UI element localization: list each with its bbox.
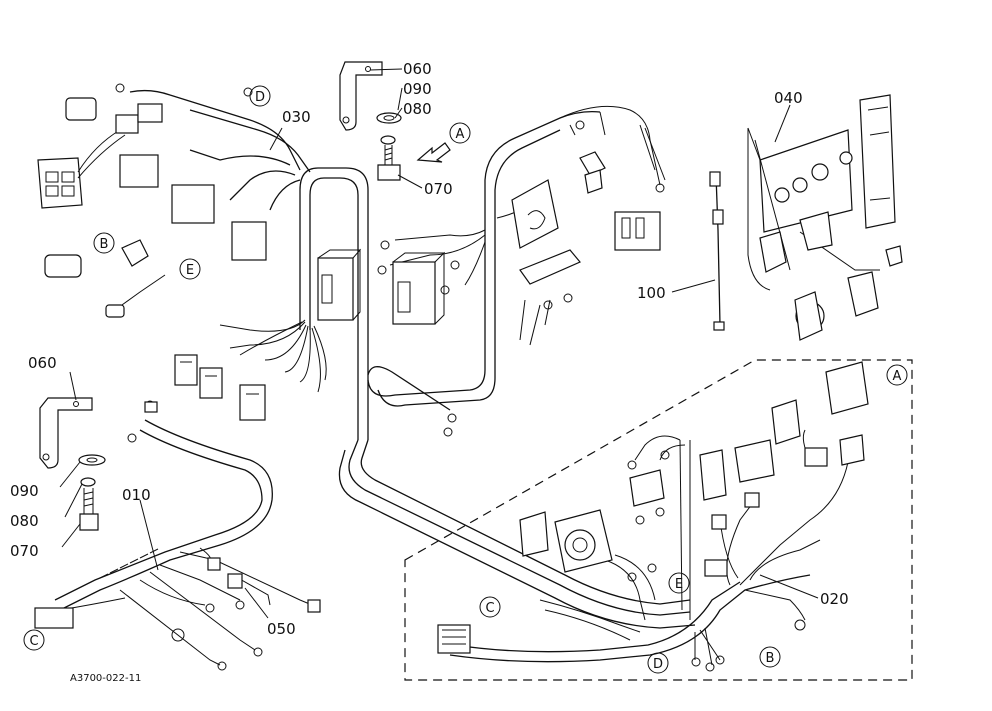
label-060-top: 060	[403, 60, 432, 78]
label-040: 040	[774, 89, 803, 107]
callout-b-left	[93, 232, 115, 254]
label-090-left: 090	[10, 482, 39, 500]
harness-030-components	[37, 83, 665, 437]
leader-lines	[59, 68, 819, 619]
label-070-top: 070	[424, 180, 453, 198]
callout-a-arrow-label: A	[456, 127, 465, 142]
relay-box-left	[317, 257, 354, 321]
label-030: 030	[282, 108, 311, 126]
label-100: 100	[637, 284, 666, 302]
panel-040	[747, 94, 903, 341]
direction-arrow-a	[416, 142, 451, 163]
bracket-assembly-left	[39, 397, 106, 531]
bracket-assembly-top	[339, 61, 402, 181]
label-090-top: 090	[403, 80, 432, 98]
mounting-plate	[511, 179, 559, 249]
callout-c-left-label: C	[29, 634, 38, 649]
callout-b-bottom-label: B	[766, 651, 775, 666]
callout-e-inset-label: E	[675, 577, 683, 592]
label-080-top: 080	[403, 100, 432, 118]
callout-e-inset	[668, 572, 690, 594]
label-010: 010	[122, 486, 151, 504]
callout-c-inset	[479, 596, 501, 618]
harness-010	[34, 400, 321, 671]
label-060-left: 060	[28, 354, 57, 372]
callout-e-left	[179, 258, 201, 280]
label-050: 050	[267, 620, 296, 638]
harness-020	[437, 361, 869, 672]
inset-view-a	[404, 359, 913, 681]
callout-b-left-label: B	[100, 237, 109, 252]
drawing-id: A3700-022-11	[70, 673, 141, 684]
callout-a-inset-label: A	[893, 369, 902, 384]
callout-b-bottom	[759, 646, 781, 668]
label-080-left: 080	[10, 512, 39, 530]
callout-c-left	[23, 629, 45, 651]
terminal-block	[519, 249, 581, 285]
callout-c-inset-label: C	[485, 601, 494, 616]
label-020: 020	[820, 590, 849, 608]
labels: 030 060 090 080 070 040 100 060 090 080 …	[10, 60, 902, 684]
callout-d-top	[249, 85, 271, 107]
callout-d-top-label: D	[255, 90, 265, 105]
callout-a-arrow	[449, 122, 471, 144]
jumper-wire-100	[709, 171, 725, 331]
callout-markers	[23, 85, 908, 674]
harness-030	[129, 89, 696, 629]
callout-a-inset	[886, 364, 908, 386]
relay-box-right	[392, 261, 436, 325]
label-070-left: 070	[10, 542, 39, 560]
connector-c-inset	[437, 624, 471, 654]
callout-d-bottom	[647, 652, 669, 674]
callout-e-left-label: E	[186, 263, 194, 278]
callout-d-bottom-label: D	[653, 657, 663, 672]
